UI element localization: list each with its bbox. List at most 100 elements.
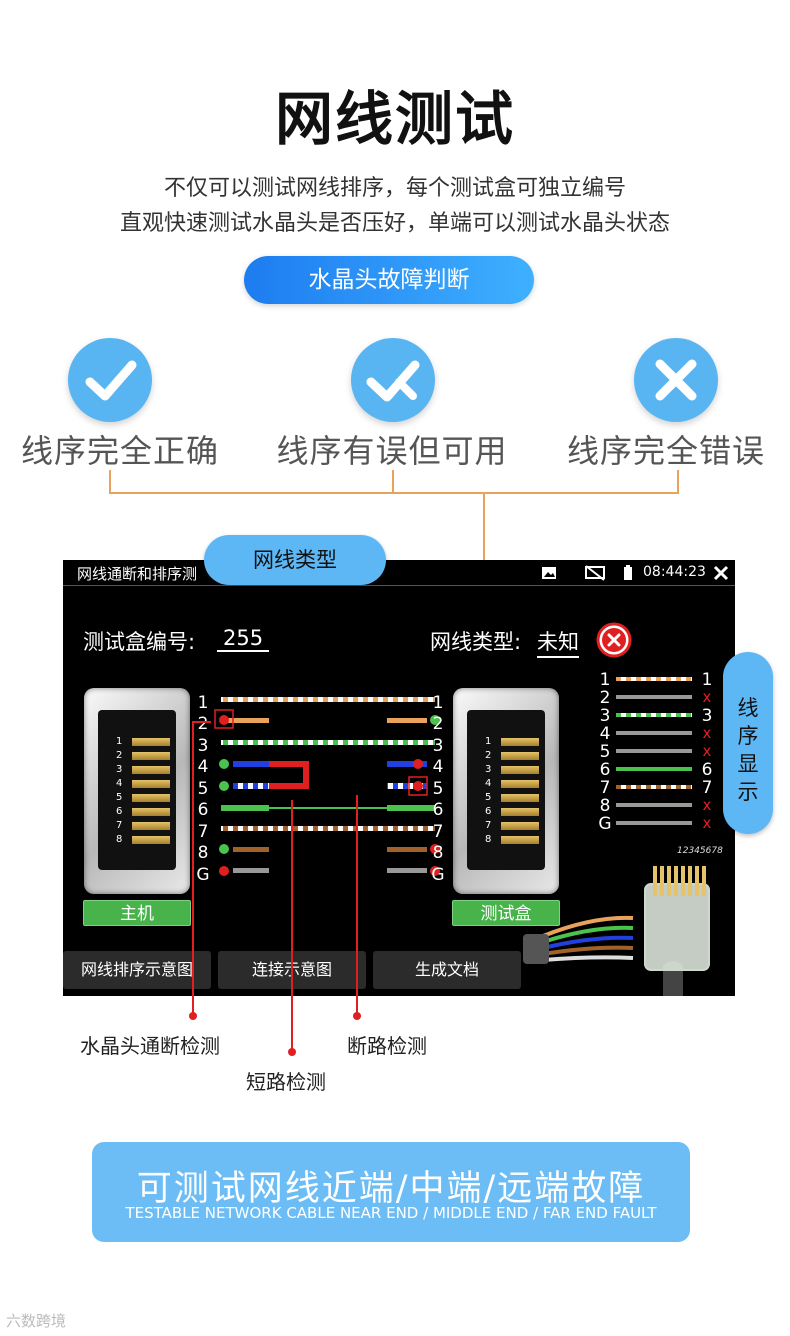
contact-pin xyxy=(132,766,170,774)
contact-pin xyxy=(501,780,539,788)
order-right-value: x xyxy=(702,688,712,706)
check-cross-icon xyxy=(351,338,435,422)
cable-type-label: 网线类型: xyxy=(430,630,522,654)
connector-pin-label: 12345678 xyxy=(677,846,723,856)
contact-pin-number: 5 xyxy=(116,792,123,803)
contact-pin-number: 2 xyxy=(485,750,492,761)
contact-pin xyxy=(132,822,170,830)
wire-5-left xyxy=(233,783,269,789)
order-left-number: 3 xyxy=(599,706,611,726)
wire-2-right xyxy=(387,718,427,723)
status-label-wrong: 线序完全错误 xyxy=(566,432,765,470)
order-left-number: 4 xyxy=(599,724,611,744)
contact-pin xyxy=(501,794,539,802)
annotation-lines xyxy=(189,721,361,1056)
contact-pin-number: 8 xyxy=(116,834,123,845)
right-pin-number: 1 xyxy=(432,693,444,713)
contact-pin-number: 4 xyxy=(116,778,123,789)
wire-8-right xyxy=(387,847,427,852)
left-pin-number: 5 xyxy=(197,779,209,799)
contact-pin xyxy=(132,780,170,788)
order-right-value: 1 xyxy=(701,670,713,690)
wire-4-left xyxy=(233,761,269,767)
status-label-usable: 线序有误但可用 xyxy=(276,432,508,470)
contact-pin-number: 3 xyxy=(116,764,123,775)
left-pin-number: 1 xyxy=(197,693,209,713)
order-right-value: x xyxy=(702,796,712,814)
battery-icon xyxy=(624,565,632,580)
status-label-correct: 线序完全正确 xyxy=(20,432,219,470)
order-left-number: 1 xyxy=(599,670,611,690)
right-pin-number: 3 xyxy=(432,736,444,756)
contact-pin-number: 1 xyxy=(116,736,123,747)
wire-8-left xyxy=(233,847,269,852)
wire-2-left xyxy=(221,718,269,723)
contact-pin xyxy=(132,808,170,816)
banner-title: 可测试网线近端/中端/远端故障 xyxy=(136,1169,646,1209)
subtitle-line-1: 不仅可以测试网线排序，每个测试盒可独立编号 xyxy=(163,176,626,201)
image-icon xyxy=(542,567,556,579)
contact-pin-number: 2 xyxy=(116,750,123,761)
contact-pin xyxy=(501,752,539,760)
contact-pin-number: 5 xyxy=(485,792,492,803)
order-left-number: 6 xyxy=(599,760,611,780)
right-pin-number: 7 xyxy=(432,822,444,842)
box-id-label: 测试盒编号: xyxy=(83,630,196,654)
watermark: 六数跨境 xyxy=(6,1312,67,1330)
order-left-number: 5 xyxy=(599,742,611,762)
short-marker xyxy=(303,761,309,789)
contact-pin-number: 8 xyxy=(485,834,492,845)
contact-pin xyxy=(501,738,539,746)
contact-pin xyxy=(132,752,170,760)
fault-judgement-pill: 水晶头故障判断 xyxy=(244,256,534,304)
order-right-value: 3 xyxy=(701,706,713,726)
order-left-number: G xyxy=(598,814,612,834)
order-right-value: x xyxy=(702,814,712,832)
contact-pin xyxy=(501,766,539,774)
box-id-value[interactable]: 255 xyxy=(217,626,270,652)
status-markers xyxy=(214,709,440,876)
contact-pin xyxy=(132,836,170,844)
left-pin-number: 4 xyxy=(197,757,209,777)
cable-type-callout: 网线类型 xyxy=(204,535,386,585)
left-pin-number: 3 xyxy=(197,736,209,756)
order-right-value: 6 xyxy=(701,760,713,780)
contact-pin-number: 4 xyxy=(485,778,492,789)
screen-off-icon xyxy=(585,565,605,581)
tab-generate-doc[interactable]: 生成文档 xyxy=(373,951,521,989)
left-pin-number: G xyxy=(196,865,210,885)
error-x-icon xyxy=(596,622,632,658)
annotation-short-check: 短路检测 xyxy=(246,1070,326,1094)
host-button[interactable]: 主机 xyxy=(83,900,191,926)
banner-subtitle: TESTABLE NETWORK CABLE NEAR END / MIDDLE… xyxy=(125,1204,657,1222)
order-left-number: 2 xyxy=(599,688,611,708)
right-pin-number: 8 xyxy=(432,843,444,863)
tester-box-button[interactable]: 测试盒 xyxy=(452,900,560,926)
right-pin-number: 6 xyxy=(432,800,444,820)
right-pin-number: 5 xyxy=(432,779,444,799)
wiring-diagram xyxy=(214,697,440,876)
order-right-value: x xyxy=(702,724,712,742)
tab-wiring-order[interactable]: 网线排序示意图 xyxy=(63,951,211,989)
check-icon xyxy=(68,338,152,422)
wire-g-left xyxy=(233,868,269,873)
cable-type-value: 未知 xyxy=(537,626,579,658)
wire-3 xyxy=(221,740,435,745)
contact-pin xyxy=(132,794,170,802)
contact-pin xyxy=(501,836,539,844)
annotation-crystal-check: 水晶头通断检测 xyxy=(80,1034,220,1058)
order-right-value: 7 xyxy=(701,778,713,798)
status-bar xyxy=(63,560,735,586)
contact-pin-number: 7 xyxy=(116,820,123,831)
subtitle-line-2: 直观快速测试水晶头是否压好，单端可以测试水晶头状态 xyxy=(119,211,670,236)
cross-icon xyxy=(634,338,718,422)
order-left-number: 8 xyxy=(599,796,611,816)
contact-pin-number: 7 xyxy=(485,820,492,831)
right-pin-number: G xyxy=(431,865,445,885)
wire-7 xyxy=(221,826,435,831)
close-icon[interactable] xyxy=(713,565,729,581)
clock: 08:44:23 xyxy=(643,564,706,580)
